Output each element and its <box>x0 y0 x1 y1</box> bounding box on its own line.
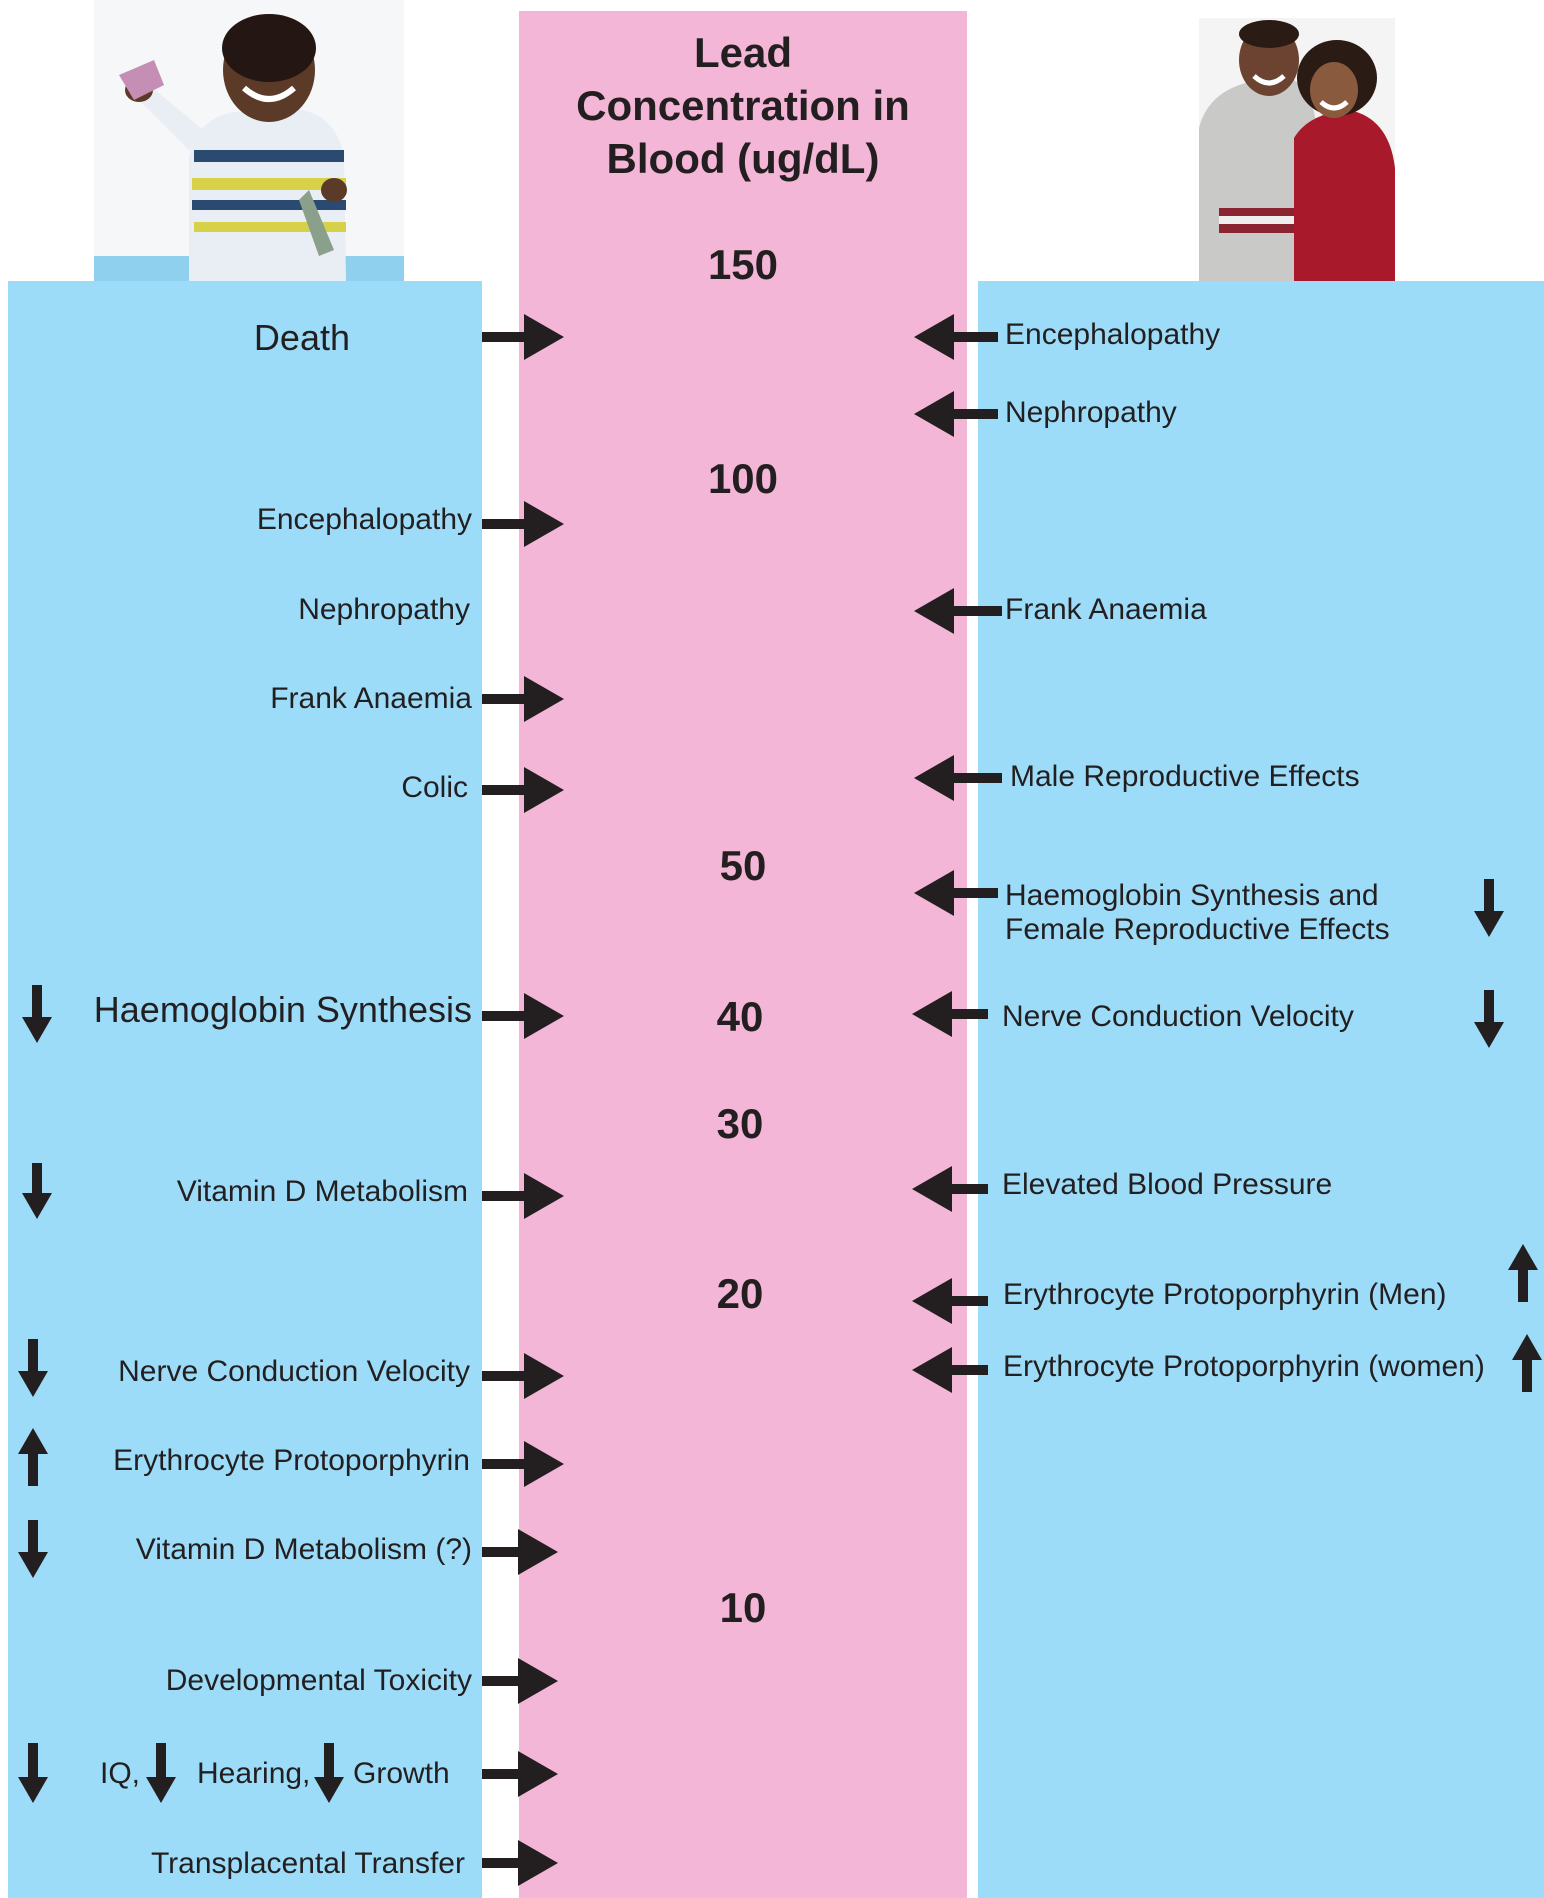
right-arrow-icon <box>482 1441 564 1487</box>
scale-30: 30 <box>716 1100 764 1147</box>
left-arrow-icon <box>912 1278 988 1324</box>
scale-10: 10 <box>719 1584 767 1631</box>
child-effect-nephropathy: Nephropathy <box>298 593 470 626</box>
scale-20: 20 <box>716 1270 764 1317</box>
right-arrow-icon <box>482 1173 564 1219</box>
adult-effect-haemoglobin-synthesis: Haemoglobin Synthesis and <box>1005 879 1379 912</box>
right-arrow-icon <box>482 767 564 813</box>
child-effect-frank-anaemia: Frank Anaemia <box>270 682 472 715</box>
adult-effect-frank-anaemia: Frank Anaemia <box>1005 593 1207 626</box>
couple-photo <box>1199 18 1395 281</box>
child-effect-encephalopathy: Encephalopathy <box>256 503 472 536</box>
scale-150: 150 <box>707 241 779 288</box>
adult-effect-male-reproductive: Male Reproductive Effects <box>1010 760 1360 793</box>
child-effect-growth: Growth <box>353 1757 450 1790</box>
lead-concentration-column <box>519 11 967 1898</box>
child-effect-transplacental-transfer: Transplacental Transfer <box>150 1847 465 1880</box>
up-arrow-icon <box>18 1428 48 1486</box>
child-effect-nerve-conduction-velocity: Nerve Conduction Velocity <box>118 1355 470 1388</box>
down-arrow-icon <box>1474 990 1504 1048</box>
right-arrow-icon <box>482 1353 564 1399</box>
left-arrow-icon <box>912 991 988 1037</box>
down-arrow-icon <box>18 1520 48 1578</box>
adult-effect-nerve-conduction-velocity: Nerve Conduction Velocity <box>1002 1000 1354 1033</box>
right-arrow-icon <box>482 993 564 1039</box>
adult-effect-encephalopathy: Encephalopathy <box>1005 318 1221 351</box>
down-arrow-icon <box>22 985 52 1043</box>
down-arrow-icon <box>1474 879 1504 937</box>
right-arrow-icon <box>482 1751 558 1797</box>
left-arrow-icon <box>912 1166 988 1212</box>
right-arrow-icon <box>482 1529 558 1575</box>
right-arrow-icon <box>482 314 564 360</box>
adult-effect-erythrocyte-protoporphyrin-women: Erythrocyte Protoporphyrin (women) <box>1003 1350 1485 1383</box>
adult-effect-elevated-blood-pressure: Elevated Blood Pressure <box>1002 1168 1333 1201</box>
right-arrow-icon <box>482 1840 558 1886</box>
adult-effect-female-reproductive: Female Reproductive Effects <box>1005 913 1390 946</box>
left-arrow-icon <box>914 314 998 360</box>
scale-100: 100 <box>707 455 779 502</box>
child-effect-developmental-toxicity: Developmental Toxicity <box>165 1664 472 1697</box>
chart-title: Lead Concentration in Blood (ug/dL) <box>576 29 910 182</box>
left-arrow-icon <box>914 391 998 437</box>
adult-effect-nephropathy: Nephropathy <box>1005 396 1177 429</box>
right-arrow-icon <box>482 676 564 722</box>
adults-panel <box>978 281 1544 1898</box>
down-arrow-icon <box>18 1339 48 1397</box>
down-arrow-icon <box>146 1743 176 1803</box>
left-arrow-icon <box>912 1347 988 1393</box>
up-arrow-icon <box>1508 1244 1538 1302</box>
right-arrow-icon <box>482 501 564 547</box>
adult-effect-erythrocyte-protoporphyrin-men: Erythrocyte Protoporphyrin (Men) <box>1003 1278 1447 1311</box>
scale-50: 50 <box>719 842 767 889</box>
child-effect-erythrocyte-protoporphyrin: Erythrocyte Protoporphyrin <box>113 1444 470 1477</box>
child-photo <box>94 0 404 281</box>
left-arrow-icon <box>914 870 998 916</box>
down-arrow-icon <box>314 1743 344 1803</box>
child-effect-death: Death <box>253 317 350 358</box>
child-effect-hearing: Hearing, <box>197 1757 311 1790</box>
child-effect-vitamin-d-metabolism-q: Vitamin D Metabolism (?) <box>135 1533 472 1566</box>
child-effect-colic: Colic <box>401 771 468 804</box>
child-effect-iq: IQ, <box>100 1757 141 1790</box>
down-arrow-icon <box>22 1163 52 1219</box>
child-effect-haemoglobin-synthesis: Haemoglobin Synthesis <box>93 989 472 1030</box>
up-arrow-icon <box>1512 1334 1542 1392</box>
right-arrow-icon <box>482 1658 558 1704</box>
left-arrow-icon <box>914 755 1002 801</box>
children-panel <box>8 281 482 1898</box>
left-arrow-icon <box>914 588 1002 634</box>
down-arrow-icon <box>18 1743 48 1803</box>
child-effect-vitamin-d-metabolism: Vitamin D Metabolism <box>176 1175 468 1208</box>
scale-40: 40 <box>716 993 764 1040</box>
